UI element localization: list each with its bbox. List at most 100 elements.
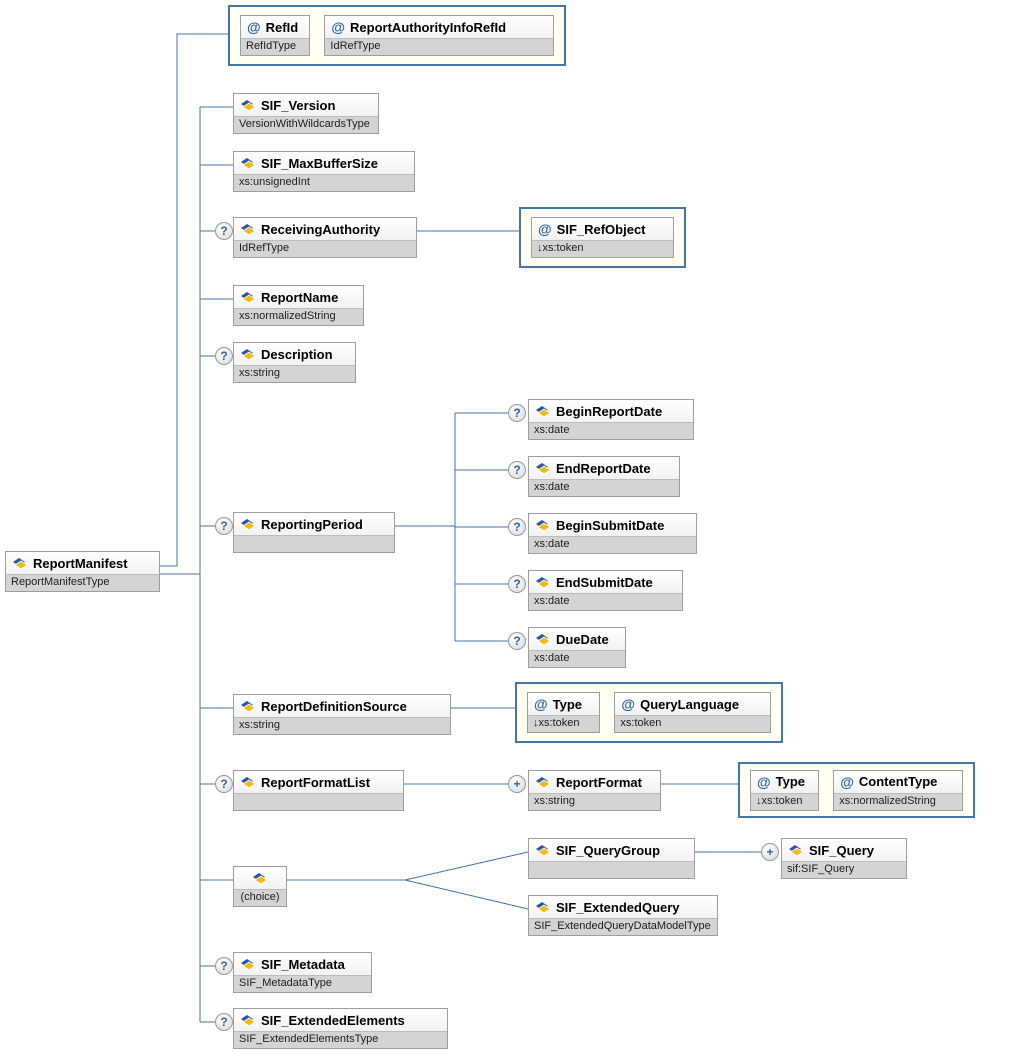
attribute-query-language[interactable]: @ QueryLanguage xs:token [614,692,771,733]
choice-icon [252,872,268,885]
element-label: ReportFormat [556,774,642,790]
element-sif-max-buffer-size[interactable]: SIF_MaxBufferSize xs:unsignedInt [233,151,415,192]
element-icon [240,291,256,304]
element-title-row: ReportManifest [6,552,159,574]
attribute-refid[interactable]: @ RefId RefIdType [240,15,311,56]
element-type: xs:string [234,365,355,382]
attribute-label: ReportAuthorityInfoRefId [350,19,507,35]
attribute-label: ContentType [858,774,938,789]
element-title-row: SIF_Version [234,94,378,116]
repeat-marker: + [761,843,779,861]
attribute-at-icon: @ [840,773,854,790]
element-begin-submit-date[interactable]: BeginSubmitDate xs:date [528,513,697,554]
element-report-format-list[interactable]: ReportFormatList [233,770,404,811]
element-sif-query[interactable]: SIF_Query sif:SIF_Query [781,838,907,879]
element-icon [240,223,256,236]
element-icon [240,518,256,531]
attribute-sif-ref-object[interactable]: @ SIF_RefObject ↓xs:token [531,217,674,258]
attribute-type[interactable]: @ Type ↓xs:token [750,769,820,811]
element-icon [535,405,551,418]
element-type: IdRefType [234,240,416,257]
attribute-type-text: xs:token [615,715,770,732]
optional-marker: ? [508,575,526,593]
element-label: SIF_Metadata [261,956,345,972]
choice-group[interactable]: (choice) [233,866,287,907]
element-title-row: SIF_Query [782,839,906,861]
attribute-group-root: @ RefId RefIdType @ ReportAuthorityInfoR… [228,5,566,66]
element-label: ReportingPeriod [261,516,363,532]
element-label: ReportName [261,289,339,305]
element-title-row: ReceivingAuthority [234,218,416,240]
attribute-type[interactable]: @ Type ↓xs:token [527,692,601,733]
element-report-definition-source[interactable]: ReportDefinitionSource xs:string [233,694,451,735]
element-type: SIF_ExtendedElementsType [234,1031,447,1048]
element-title-row: ReportFormatList [234,771,403,793]
attribute-at-icon: @ [538,221,552,237]
attribute-type: IdRefType [325,38,553,55]
element-type: xs:unsignedInt [234,174,414,191]
element-label: BeginReportDate [556,403,663,419]
attribute-group-receiving-authority: @ SIF_RefObject ↓xs:token [519,207,686,268]
element-sif-version[interactable]: SIF_Version VersionWithWildcardsType [233,93,379,134]
attribute-title-row: @ ContentType [834,770,962,793]
element-type [234,793,403,810]
attribute-label: RefId [265,19,299,35]
element-report-format[interactable]: ReportFormat xs:string [528,770,661,811]
element-title-row: EndReportDate [529,457,679,479]
repeat-marker: + [508,775,526,793]
element-icon [240,776,256,789]
attribute-title-row: @ QueryLanguage [615,693,770,715]
element-end-report-date[interactable]: EndReportDate xs:date [528,456,680,497]
element-title-row: ReportDefinitionSource [234,695,450,717]
element-receiving-authority[interactable]: ReceivingAuthority IdRefType [233,217,417,258]
element-due-date[interactable]: DueDate xs:date [528,627,626,668]
element-icon [535,776,551,789]
element-label: SIF_QueryGroup [556,842,661,858]
attribute-type: ↓xs:token [532,240,673,257]
element-sif-extended-query[interactable]: SIF_ExtendedQuery SIF_ExtendedQueryDataM… [528,895,718,936]
attribute-at-icon: @ [247,19,261,35]
element-label: SIF_ExtendedQuery [556,899,680,915]
element-label: DueDate [556,631,609,647]
attribute-title-row: @ SIF_RefObject [532,218,673,240]
element-report-name[interactable]: ReportName xs:normalizedString [233,285,364,326]
element-type: xs:date [529,422,693,439]
element-type: xs:date [529,479,679,496]
attribute-title-row: @ Type [528,693,600,715]
element-sif-metadata[interactable]: SIF_Metadata SIF_MetadataType [233,952,372,993]
element-type: xs:date [529,650,625,667]
attribute-label: Type [775,774,806,789]
element-label: ReportDefinitionSource [261,698,407,714]
attribute-title-row: @ Type [751,770,819,793]
element-label: BeginSubmitDate [556,517,665,533]
optional-marker: ? [508,632,526,650]
element-description[interactable]: Description xs:string [233,342,356,383]
element-end-submit-date[interactable]: EndSubmitDate xs:date [528,570,683,611]
element-icon [240,348,256,361]
element-reporting-period[interactable]: ReportingPeriod [233,512,395,553]
attribute-type-text: ↓xs:token [528,715,600,732]
element-type: sif:SIF_Query [782,861,906,878]
element-title-row: ReportName [234,286,363,308]
element-icon [240,99,256,112]
element-report-manifest[interactable]: ReportManifest ReportManifestType [5,551,160,592]
element-label: SIF_MaxBufferSize [261,155,379,171]
attribute-content-type[interactable]: @ ContentType xs:normalizedString [833,769,963,811]
attribute-at-icon: @ [757,773,771,790]
element-sif-extended-elements[interactable]: SIF_ExtendedElements SIF_ExtendedElement… [233,1008,448,1049]
optional-marker: ? [508,461,526,479]
element-title-row: ReportingPeriod [234,513,394,535]
element-icon [535,844,551,857]
element-begin-report-date[interactable]: BeginReportDate xs:date [528,399,694,440]
element-sif-query-group[interactable]: SIF_QueryGroup [528,838,695,879]
element-title-row: SIF_MaxBufferSize [234,152,414,174]
optional-marker: ? [508,518,526,536]
attribute-at-icon: @ [534,696,548,712]
element-label: Description [261,346,333,362]
attribute-type-text: ↓xs:token [751,792,819,810]
element-icon [535,576,551,589]
attribute-report-authority-info-refid[interactable]: @ ReportAuthorityInfoRefId IdRefType [324,15,554,56]
optional-marker: ? [215,517,233,535]
